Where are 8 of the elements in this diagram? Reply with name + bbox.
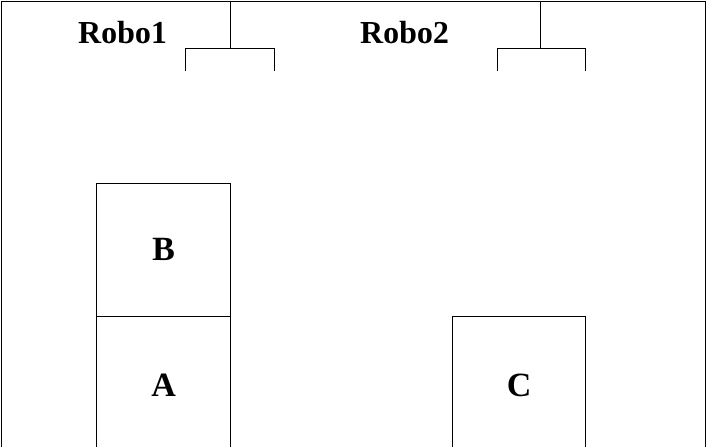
block-label: B: [152, 233, 175, 267]
block: [96, 183, 231, 317]
block: [452, 316, 586, 447]
robot-label: Robo1: [78, 16, 167, 48]
block-label: A: [151, 369, 176, 403]
block-label: C: [506, 369, 532, 403]
block: [96, 316, 231, 447]
robot-label: Robo2: [360, 16, 449, 48]
